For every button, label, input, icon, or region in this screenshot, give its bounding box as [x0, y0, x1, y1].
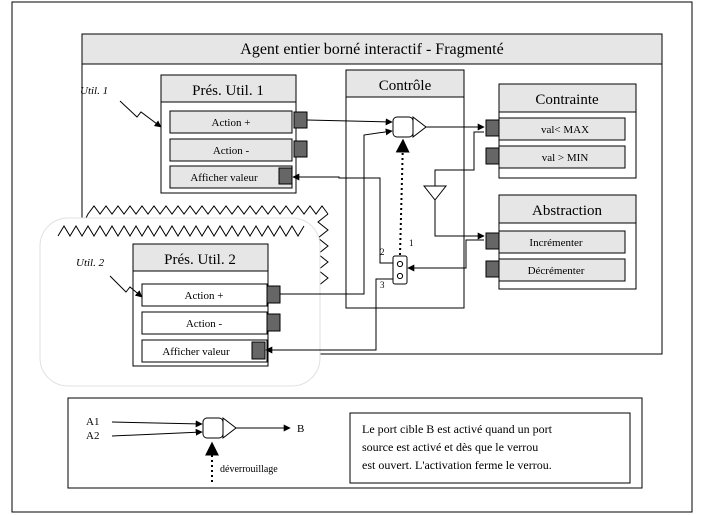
legend-lock-arrowhead [222, 416, 237, 440]
abstraction-box: Abstraction Incrémenter Décrémenter [485, 194, 637, 290]
user1-action-minus-box [169, 138, 293, 162]
wire-user2-action-plus [280, 128, 393, 295]
legend-box: A1 A2 B déverrouillage Le port cible B e… [67, 397, 643, 489]
user2-action-minus-label: Action - [186, 318, 223, 330]
user1-port-display [278, 167, 293, 185]
wire-increment-to-lock [407, 239, 484, 272]
presentation-user-2-title: Prés. Util. 2 [164, 252, 236, 268]
legend-description-line-3: est ouvert. L'activation ferme le verrou… [362, 458, 552, 472]
user1-port-action-plus [293, 111, 308, 129]
abstraction-decrement-label: Décrémenter [528, 265, 585, 277]
lock-port-2: 2 [380, 247, 385, 257]
fragment-zigzag-edge [51, 205, 329, 237]
agent-title: Agent entier borné interactif - Fragment… [240, 41, 503, 58]
user2-port-action-plus [266, 285, 281, 304]
presentation-user-1-title: Prés. Util. 1 [192, 83, 264, 99]
user1-display-label: Afficher valeur [190, 172, 258, 184]
lock-port-3: 3 [380, 280, 385, 290]
presentation-user-1: Prés. Util. 1 Action + Action - Afficher… [160, 74, 308, 194]
user1-port-action-minus [293, 140, 308, 158]
user2-port-action-minus [266, 313, 281, 332]
legend-lock-gate [202, 417, 224, 439]
wire-lock-unlock-dotted [395, 138, 410, 256]
user1-tag: Util. 1 [80, 85, 108, 97]
wire-lock-to-user2-display [265, 278, 393, 354]
legend-output-b: B [297, 423, 304, 435]
abstraction-port-decrement [485, 260, 500, 278]
user2-signal-icon [109, 275, 143, 298]
constraint-box: Contrainte val< MAX val > MIN [485, 83, 637, 179]
abstraction-increment-label: Incrémenter [529, 237, 582, 249]
legend-description-line-1: Le port cible B est activé quand un port [362, 422, 553, 436]
constraint-port-min [485, 147, 500, 165]
abstraction-title: Abstraction [532, 203, 602, 219]
legend-description-line-2: source est activé et dès que le verrou [362, 440, 538, 454]
user1-action-plus-box [169, 110, 293, 134]
wire-lock-to-user1-display [292, 173, 393, 264]
connectors [265, 118, 485, 354]
fragment-zigzag-right [317, 213, 329, 287]
presentation-user-2: Prés. Util. 2 Action + Action - Afficher… [132, 243, 281, 367]
user2-action-plus-label: Action + [185, 290, 224, 302]
wire-user1-action-plus [306, 118, 393, 126]
legend-unlock-label: déverrouillage [220, 464, 278, 475]
legend-input-a1: A1 [86, 416, 99, 428]
lock-port-1: 1 [409, 238, 414, 248]
user2-tag: Util. 2 [76, 257, 105, 269]
constraint-max-label: val< MAX [541, 124, 589, 136]
lock-gate-upper [392, 115, 427, 139]
constraint-port-max [485, 119, 500, 137]
lock-gate-lower [392, 255, 408, 285]
constraint-title: Contrainte [535, 92, 599, 108]
wire-constraint-to-triangle [434, 131, 484, 186]
control-title: Contrôle [379, 78, 432, 94]
legend-description-box [349, 412, 631, 484]
abstraction-port-increment [485, 232, 500, 250]
user2-port-display [251, 341, 266, 360]
legend-input-a2: A2 [86, 430, 99, 442]
user2-display-label: Afficher valeur [162, 346, 230, 358]
user1-action-minus-label: Action - [213, 145, 250, 157]
wire-triangle-to-increment [434, 200, 485, 240]
user1-action-plus-label: Action + [212, 117, 251, 129]
constraint-min-label: val > MIN [542, 152, 589, 164]
fragment-zigzag-inner [57, 225, 305, 237]
user1-signal-icon [119, 100, 162, 128]
